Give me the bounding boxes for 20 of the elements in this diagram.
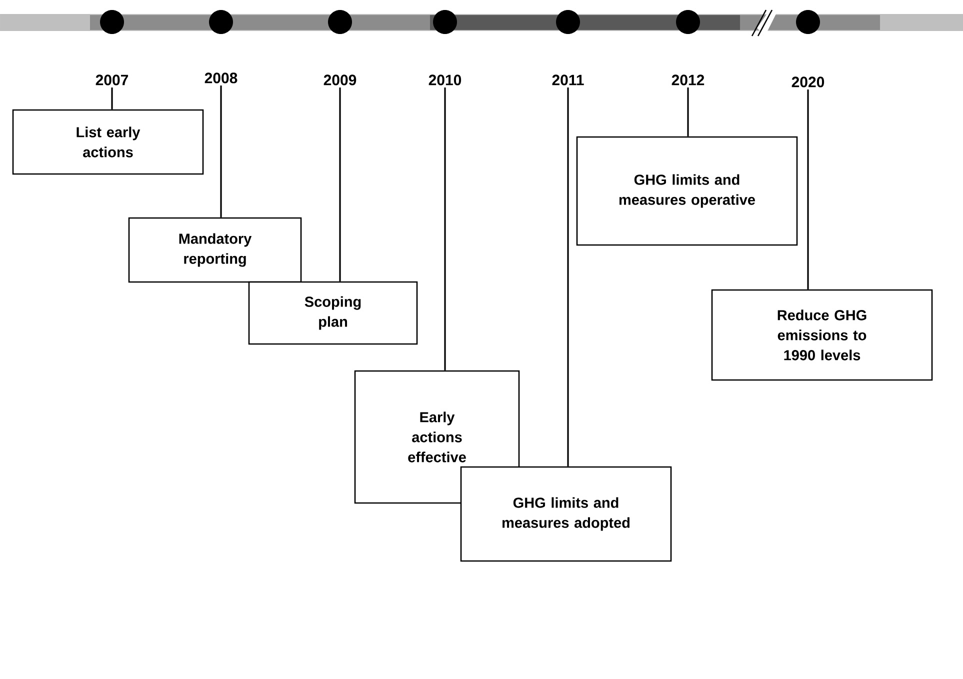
event-box: GHG limits and measures adopted xyxy=(460,466,672,562)
year-label: 2007 xyxy=(96,74,128,86)
year-label: 2020 xyxy=(792,76,824,88)
connector-line xyxy=(687,88,689,136)
connector-line xyxy=(111,88,113,110)
year-label: 2009 xyxy=(324,74,356,86)
connector-line xyxy=(444,88,446,370)
year-label: 2008 xyxy=(204,72,238,84)
event-box: Reduce GHG emissions to 1990 levels xyxy=(711,289,933,381)
event-box: List early actions xyxy=(12,109,204,175)
event-box: GHG limits and measures operative xyxy=(576,136,798,246)
year-label: 2010 xyxy=(428,74,462,86)
year-label: 2011 xyxy=(552,74,584,86)
connector-line xyxy=(339,88,341,282)
connector-line xyxy=(220,86,222,218)
year-label: 2012 xyxy=(672,74,704,86)
event-box: Scoping plan xyxy=(248,281,418,345)
connector-line xyxy=(807,90,809,290)
connector-line xyxy=(567,88,569,466)
event-box: Mandatory reporting xyxy=(128,217,302,283)
